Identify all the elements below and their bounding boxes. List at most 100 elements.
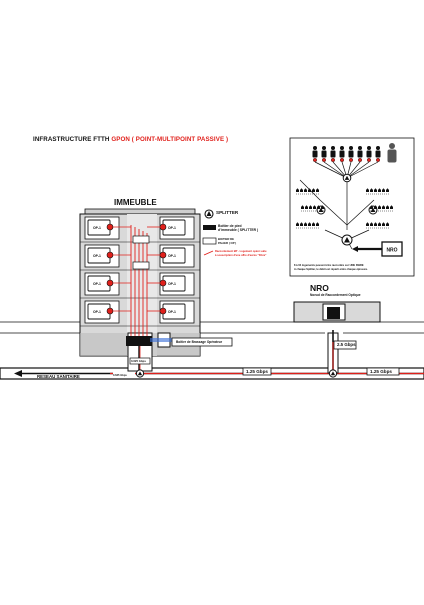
house-icon [382,222,385,226]
house-icon [382,205,385,209]
person-body [387,149,397,163]
splitter-icon [328,369,338,378]
splitter-icon [342,173,352,183]
op-connector [106,223,114,231]
person-body [357,150,363,158]
speed-drop: 0.625 Gbps [131,359,146,363]
diagram-title: INFRASTRUCTURE FTTH GPON ( POINT-MULTIPO… [33,136,228,143]
house-icon [366,222,369,226]
palier-box [132,261,150,270]
fiber-drop-dot [376,157,381,162]
boitier-brassage-box [157,332,171,348]
house-icon [386,188,389,192]
legend-splitter: SPLITTER [216,210,239,215]
palier-box [132,235,150,244]
op-box-label: OP-1 [168,310,176,314]
fiber-drop-dot [349,157,354,162]
person-icon [389,143,395,149]
house-icon [305,205,308,209]
fiber-drop-dot [367,157,372,162]
fan-line [346,161,379,179]
speed-main2: 1.25 Gbps [370,369,392,374]
branch-line [319,199,348,226]
house-icon [386,205,389,209]
fiber-drop-dot [331,157,336,162]
house-icon [308,188,311,192]
house-icon [308,222,311,226]
house-icon [366,188,369,192]
legend-racc-1: Raccordement BP - Logement opéré suite [215,250,267,253]
person-icon [331,146,335,150]
house-icon [313,205,316,209]
splitter-icon [135,369,145,378]
inset-panel: NRO 8 à 64 logements peuvent être raccor… [289,137,415,277]
house-icon [300,222,303,226]
person-body [321,150,327,158]
person-icon [313,146,317,150]
op-box-label: OP-1 [93,310,101,314]
nro-building [293,301,381,323]
legend-pied-1: Boîtier de pied [218,224,242,228]
house-icon [370,188,373,192]
building-label: IMMEUBLE [114,198,157,207]
speed-nro: 2.5 Gbps [337,342,356,347]
house-groups [296,188,394,229]
nro-sublabel: Noeud de Raccordement Optique [310,293,361,297]
speed-drop2: 0.625 Gbps [113,374,127,377]
street-splitters [135,369,338,378]
house-icon [370,205,373,209]
house-icon [378,205,381,209]
branch-line [346,199,375,226]
inset-nro-label: NRO [386,248,397,254]
person-icon [340,146,344,150]
house-icon [382,188,385,192]
house-icon [316,188,319,192]
person-icon [376,146,380,150]
house-icon [304,222,307,226]
inset-note-line2: A chaque Splitter, le débit est réparti … [294,267,368,271]
house-icon [317,205,320,209]
house-icon [390,205,393,209]
person-icon [367,146,371,150]
fiber-drop-dot [340,157,345,162]
title-highlight: GPON ( POINT-MULTIPOINT PASSIVE ) [111,136,229,143]
fiber-drop-dot [322,157,327,162]
fan-line [314,161,348,179]
op-connector [106,307,114,315]
fiber-drop-dot [313,157,318,162]
house-icon [296,222,299,226]
house-icon [309,205,312,209]
boitier-brassage-label-box [171,337,233,347]
house-icon [374,205,377,209]
op-box-label: OP-1 [93,226,101,230]
op-box-label: OP-1 [168,226,176,230]
house-icon [321,205,324,209]
house-icon [370,222,373,226]
person-body [348,150,354,158]
boitier-brassage-label: Boitier de Brassage Opérateur [176,340,223,344]
house-icon [374,188,377,192]
nro-label: NRO [310,283,329,293]
person-body [330,150,336,158]
subscriber-row [312,143,397,163]
house-icon [316,222,319,226]
house-icon [300,188,303,192]
house-icon [378,222,381,226]
op-connector [106,251,114,259]
op-box-label: OP-1 [168,282,176,286]
house-icon [312,222,315,226]
legend-palier-1: BOITIER DE [218,237,235,241]
op-box-label: OP-1 [168,254,176,258]
reseau-label: RESEAU SANITAIRE [37,374,80,379]
person-body [339,150,345,158]
speed-main1: 1.25 Gbps [246,369,268,374]
legend-racc-2: à souscription d'une offre d'accès "Fibr… [215,254,267,257]
house-icon [378,188,381,192]
house-icon [304,188,307,192]
legend-pied-2: d'immeuble ( SPLITTER ) [218,228,259,232]
person-body [312,150,318,158]
splitter-icon [341,234,353,246]
inset-note-line1: 8 à 64 logements peuvent être raccordés … [294,263,364,267]
op-box-label: OP-1 [93,282,101,286]
